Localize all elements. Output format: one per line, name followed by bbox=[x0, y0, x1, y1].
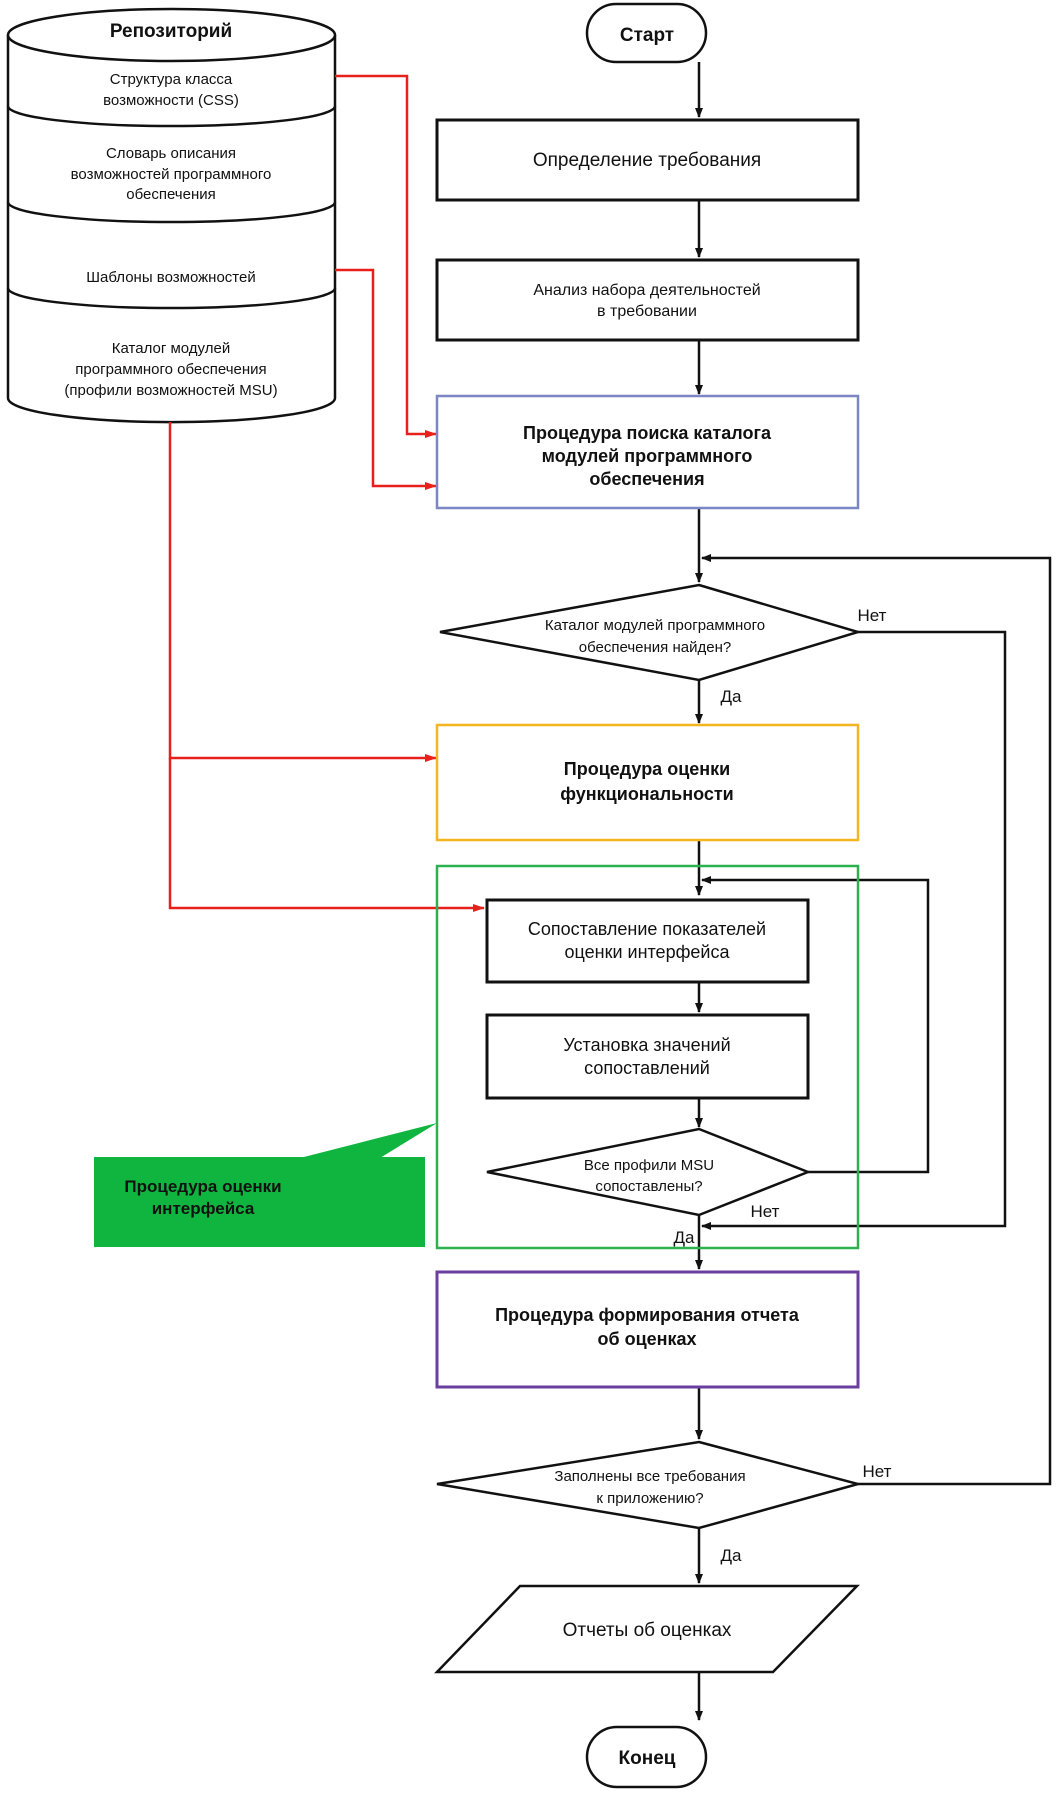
repository-cylinder: Репозиторий Структура класса возможности… bbox=[6, 7, 337, 424]
flow-arrows bbox=[695, 62, 1052, 1721]
loop-requirements-no bbox=[701, 554, 1052, 1486]
svg-text:Каталог модулей: Каталог модулей bbox=[112, 340, 230, 357]
repository-links bbox=[168, 74, 485, 912]
svg-text:Сопоставление показателей: Сопоставление показателей bbox=[528, 919, 766, 939]
catalog-found-decision[interactable]: Каталог модулей программного обеспечения… bbox=[439, 583, 863, 682]
svg-text:Структура класса: Структура класса bbox=[110, 71, 233, 88]
svg-text:возможностей программного: возможностей программного bbox=[71, 166, 272, 183]
repository-section-catalog[interactable]: Каталог модулей программного обеспечения… bbox=[64, 340, 277, 399]
svg-text:программного обеспечения: программного обеспечения bbox=[75, 361, 266, 378]
svg-text:Старт: Старт bbox=[620, 25, 674, 46]
svg-text:Определение требования: Определение требования bbox=[533, 150, 761, 171]
svg-text:Все профили MSU: Все профили MSU bbox=[584, 1157, 714, 1174]
svg-text:в требовании: в требовании bbox=[597, 303, 697, 320]
svg-text:Заполнены все требования: Заполнены все требования bbox=[554, 1468, 745, 1485]
analyze-activities-box[interactable]: Анализ набора деятельностей в требовании bbox=[435, 258, 860, 342]
svg-text:Шаблоны возможностей: Шаблоны возможностей bbox=[86, 269, 255, 286]
svg-text:Конец: Конец bbox=[619, 1748, 676, 1769]
report-procedure-box[interactable]: Процедура формирования отчета об оценках bbox=[435, 1270, 860, 1389]
svg-text:обеспечения: обеспечения bbox=[126, 186, 216, 203]
repository-section-css[interactable]: Структура класса возможности (CSS) bbox=[103, 71, 239, 109]
repository-title: Репозиторий bbox=[110, 21, 232, 42]
all-profiles-yes-label: Да bbox=[674, 1228, 696, 1247]
catalog-found-yes-label: Да bbox=[721, 687, 743, 706]
loop-catalog-no bbox=[701, 630, 1007, 1230]
interface-eval-callout: Процедура оценки интерфейса bbox=[94, 1123, 437, 1247]
catalog-found-no-label: Нет bbox=[858, 606, 887, 625]
all-requirements-filled-decision[interactable]: Заполнены все требования к приложению? bbox=[436, 1440, 863, 1530]
evaluation-reports-output[interactable]: Отчеты об оценках bbox=[434, 1584, 860, 1674]
map-indicators-box[interactable]: Сопоставление показателей оценки интерфе… bbox=[485, 898, 810, 984]
define-requirement-box[interactable]: Определение требования bbox=[435, 118, 860, 202]
svg-text:оценки интерфейса: оценки интерфейса bbox=[565, 942, 731, 962]
loop-profiles-no bbox=[701, 876, 930, 1174]
all-requirements-no-label: Нет bbox=[863, 1462, 892, 1481]
svg-text:сопоставлений: сопоставлений bbox=[584, 1058, 710, 1078]
svg-text:Установка значений: Установка значений bbox=[563, 1035, 730, 1055]
svg-text:Отчеты об оценках: Отчеты об оценках bbox=[563, 1620, 732, 1641]
svg-text:обеспечения: обеспечения bbox=[589, 469, 704, 489]
repository-section-dictionary[interactable]: Словарь описания возможностей программно… bbox=[71, 145, 272, 203]
svg-text:(профили возможностей MSU): (профили возможностей MSU) bbox=[64, 382, 277, 399]
svg-text:обеспечения найден?: обеспечения найден? bbox=[579, 639, 731, 656]
start-terminator[interactable]: Старт bbox=[585, 2, 708, 64]
all-requirements-yes-label: Да bbox=[721, 1546, 743, 1565]
link-catalog-to-mapping bbox=[168, 758, 485, 912]
svg-text:к приложению?: к приложению? bbox=[596, 1490, 703, 1507]
link-css-to-search bbox=[335, 74, 437, 438]
repository-section-templates[interactable]: Шаблоны возможностей bbox=[86, 269, 255, 286]
svg-text:Каталог модулей программного: Каталог модулей программного bbox=[545, 617, 765, 634]
svg-text:сопоставлены?: сопоставлены? bbox=[595, 1178, 702, 1195]
link-catalog-to-functionality bbox=[168, 422, 437, 762]
svg-text:Процедура оценки: Процедура оценки bbox=[564, 759, 730, 779]
catalog-search-procedure-box[interactable]: Процедура поиска каталога модулей програ… bbox=[435, 394, 860, 510]
svg-text:функциональности: функциональности bbox=[560, 784, 733, 804]
svg-text:интерфейса: интерфейса bbox=[152, 1199, 255, 1218]
all-profiles-no-label: Нет bbox=[751, 1202, 780, 1221]
interface-eval-frame bbox=[435, 864, 860, 1250]
svg-text:Процедура оценки: Процедура оценки bbox=[124, 1177, 281, 1196]
end-terminator[interactable]: Конец bbox=[585, 1725, 708, 1789]
repository-divider bbox=[6, 105, 337, 128]
svg-text:Процедура формирования отчета: Процедура формирования отчета bbox=[495, 1305, 800, 1325]
svg-text:Процедура поиска каталога: Процедура поиска каталога bbox=[523, 423, 772, 443]
link-templates-to-search bbox=[335, 268, 437, 490]
all-profiles-mapped-decision[interactable]: Все профили MSU сопоставлены? bbox=[486, 1127, 812, 1217]
svg-text:Анализ набора деятельностей: Анализ набора деятельностей bbox=[533, 282, 760, 299]
set-mapping-values-box[interactable]: Установка значений сопоставлений bbox=[485, 1013, 810, 1100]
svg-text:возможности (CSS): возможности (CSS) bbox=[103, 92, 239, 109]
repository-divider bbox=[6, 201, 337, 224]
svg-text:Словарь описания: Словарь описания bbox=[106, 145, 236, 162]
repository-divider bbox=[6, 287, 337, 310]
svg-text:модулей программного: модулей программного bbox=[542, 446, 753, 466]
functionality-eval-procedure-box[interactable]: Процедура оценки функциональности bbox=[435, 723, 860, 842]
svg-text:об оценках: об оценках bbox=[597, 1329, 696, 1349]
